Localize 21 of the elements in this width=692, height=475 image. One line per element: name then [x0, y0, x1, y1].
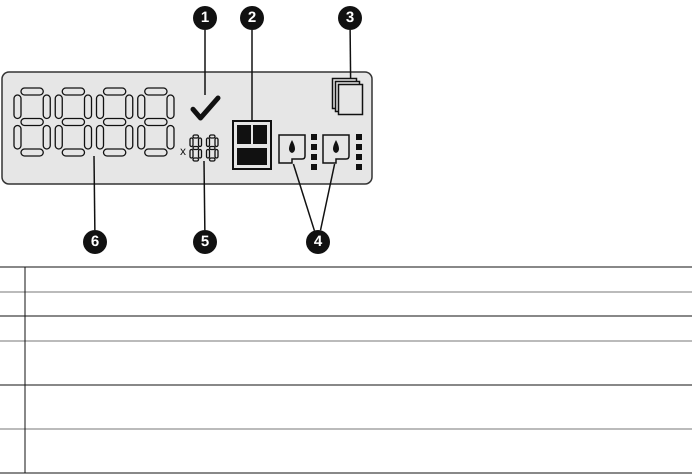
check-mark-icon: [190, 95, 220, 121]
leader-line: [292, 164, 316, 231]
count-digits-drawing: [190, 135, 218, 161]
multiplier-label: x: [180, 145, 186, 157]
leader-line: [204, 30, 206, 95]
layout-icon: [232, 120, 272, 170]
callout-number: 1: [193, 6, 217, 30]
leader-line: [93, 156, 96, 230]
ink-drop-icon: [278, 134, 306, 164]
leader-line: [203, 160, 206, 230]
leader-line: [320, 164, 336, 230]
ink-drop-icon: [322, 134, 350, 164]
leader-line: [251, 30, 253, 120]
callout-number: 5: [193, 230, 217, 254]
leader-line: [349, 30, 352, 78]
paper-stack-icon: [332, 78, 363, 115]
callout-number: 6: [83, 230, 107, 254]
segment-digits-drawing: [14, 88, 174, 156]
callout-number: 2: [240, 6, 264, 30]
callout-number: 4: [306, 230, 330, 254]
callout-number: 3: [338, 6, 362, 30]
